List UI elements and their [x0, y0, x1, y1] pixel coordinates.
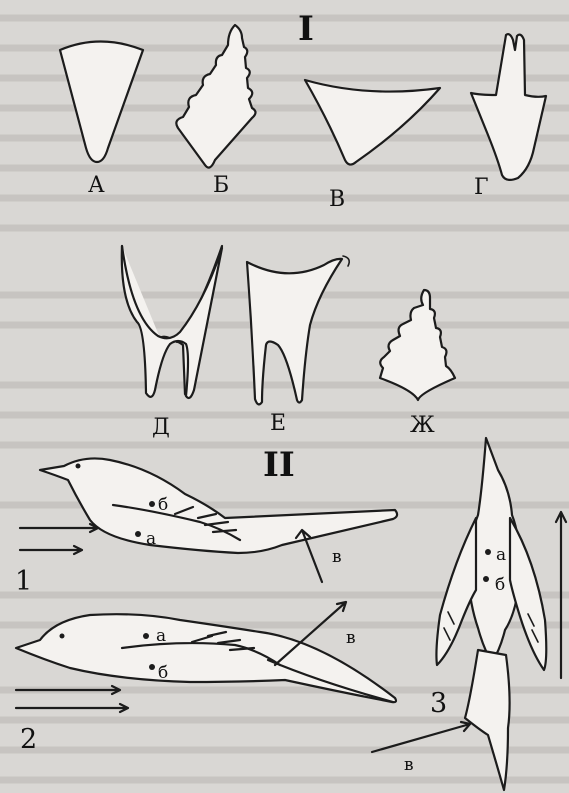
bird-3-right-wing — [510, 518, 546, 670]
tail-label-zh: Ж — [410, 413, 435, 438]
bird-1-airflow-arrow-1 — [20, 524, 98, 532]
tail-label-b: Б — [213, 173, 229, 198]
tail-label-a: А — [88, 173, 105, 198]
section-i-label: I — [298, 9, 314, 49]
bird-3-label-b: б — [495, 575, 505, 595]
bird-1-point-a — [135, 531, 141, 537]
bird-3: а б в 3 — [372, 438, 566, 790]
tail-label-d: Д — [152, 415, 170, 440]
bird-1-airflow-arrow-2 — [20, 546, 82, 554]
bird-2-label-b: б — [158, 663, 168, 683]
bird-3-point-b — [483, 576, 489, 582]
bird-1: а б в 1 — [15, 458, 397, 597]
tail-e-small-mark — [343, 256, 349, 266]
tail-label-v: В — [329, 187, 345, 212]
bird-2-airflow-arrow-2 — [16, 704, 128, 712]
section-ii-label: II — [263, 445, 295, 485]
bird-2-eye — [60, 634, 65, 639]
bird-2-label-a: а — [156, 626, 166, 646]
tail-shape-a — [60, 42, 143, 163]
bird-2-number: 2 — [20, 724, 37, 755]
bird-1-label-b: б — [158, 495, 168, 515]
bird-2-label-v: в — [346, 628, 356, 648]
bird-1-point-b — [149, 501, 155, 507]
bird-1-label-a: а — [146, 529, 156, 549]
tail-label-g: Г — [474, 175, 489, 200]
bird-2-point-b — [149, 664, 155, 670]
bird-3-number: 3 — [430, 688, 447, 719]
tail-shape-v — [305, 80, 440, 165]
bird-3-label-a: а — [496, 545, 506, 565]
tail-label-e: Е — [270, 411, 286, 436]
bird-1-label-v: в — [332, 547, 342, 567]
bird-1-eye — [76, 464, 81, 469]
bird-1-number: 1 — [15, 566, 32, 597]
tail-shape-zh — [380, 290, 455, 400]
tail-shape-g — [471, 34, 546, 180]
bird-3-label-v: в — [404, 755, 414, 775]
bird-3-point-a — [485, 549, 491, 555]
bird-3-tail — [465, 650, 510, 790]
bird-2-point-a — [143, 633, 149, 639]
